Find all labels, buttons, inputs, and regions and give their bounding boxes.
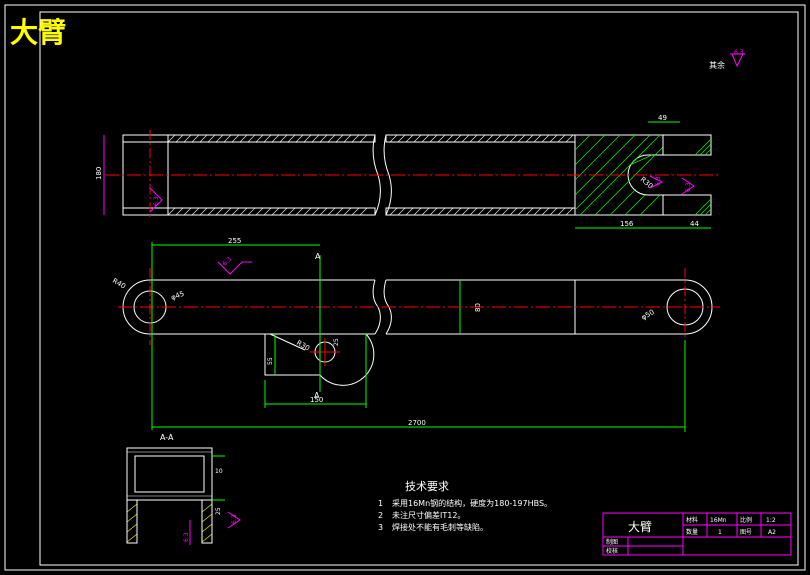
- bottom-wall-right: [385, 207, 576, 216]
- section-aa-label: A-A: [160, 433, 174, 442]
- corner-title: 大臂: [10, 16, 66, 49]
- dim-150: 150: [310, 396, 323, 404]
- tech-req-item-2: 未注尺寸偏差IT12。: [392, 510, 465, 520]
- lug-edge: [269, 333, 306, 351]
- roughness-2-symbol: [681, 177, 695, 195]
- section-aa: A-A 10 25 6.3 6.3: [126, 433, 241, 545]
- section-leg-right: [201, 499, 213, 544]
- section-mark-bottom: A: [314, 391, 320, 400]
- outer-frame: [4, 4, 806, 571]
- inner-frame: [39, 11, 799, 566]
- break-line-3: [372, 279, 381, 335]
- roughness-2: 6.3: [685, 182, 692, 192]
- surface-note-value: 6.3: [734, 49, 744, 56]
- tb-part-name: 大臂: [628, 520, 652, 534]
- roughness-6-symbol: [227, 511, 241, 529]
- tech-req-num-1: 1: [378, 499, 383, 508]
- fork-block: [574, 134, 664, 216]
- dim-25b: 25: [215, 507, 222, 515]
- section-hatch: [126, 503, 213, 543]
- tech-req-num-2: 2: [378, 511, 383, 520]
- roughness-4: 6.3: [221, 256, 233, 268]
- section-outer: [126, 447, 213, 501]
- section-leg-left: [126, 499, 138, 544]
- lower-lug: [264, 333, 375, 386]
- wall-hatch-left: [167, 134, 574, 216]
- roughness-5: 6.3: [183, 532, 190, 542]
- tb-checked-label: 校核: [606, 547, 618, 555]
- dim-25: 25: [333, 338, 340, 346]
- roughness-symbol: [730, 53, 745, 68]
- prong-hatch: [694, 138, 712, 216]
- tech-req-item-1: 采用16Mn钢的结构，硬度为180-197HBS。: [392, 498, 552, 508]
- dim-phi45: φ45: [170, 290, 185, 302]
- dim-r30: R30: [639, 175, 655, 190]
- dim-44: 44: [690, 220, 699, 228]
- dim-r30-lug: R30: [295, 339, 311, 353]
- dim-r40: R40: [111, 277, 127, 291]
- fork-hatch: [574, 134, 664, 216]
- roughness-6: 6.3: [231, 514, 238, 524]
- tb-material-value: 16Mn: [710, 517, 727, 524]
- dim-80: 80: [474, 303, 482, 312]
- tech-req-item-3: 焊接处不能有毛刺等缺陷。: [392, 522, 488, 532]
- title-block-frame: [602, 512, 792, 556]
- dim-2700: 2700: [408, 419, 426, 427]
- tech-requirements: 技术要求 1 采用16Mn钢的结构，硬度为180-197HBS。 2 未注尺寸偏…: [378, 480, 552, 532]
- dim-156: 156: [620, 220, 634, 228]
- tb-qty-label: 数量: [686, 528, 698, 536]
- surface-note: 其余 6.3: [709, 49, 745, 70]
- tb-dwg-label: 图号: [740, 529, 752, 536]
- roughness-3-symbol: [649, 175, 664, 189]
- dim-255: 255: [228, 237, 241, 245]
- dim-phi50: φ50: [640, 308, 656, 322]
- top-wall-right: [385, 134, 576, 143]
- tb-scale-value: 1:2: [766, 517, 776, 524]
- tech-req-heading: 技术要求: [405, 480, 449, 493]
- tb-drawn-label: 制图: [606, 538, 618, 546]
- section-inner: [134, 455, 205, 493]
- fork-prong-bottom: [662, 194, 712, 216]
- dim-180: 180: [95, 167, 103, 180]
- tech-req-num-3: 3: [378, 523, 383, 532]
- fork-prong-top: [662, 134, 712, 156]
- break-line-2: [383, 134, 392, 216]
- roughness-1: 6.3: [153, 196, 160, 206]
- section-mark-top: A: [315, 252, 321, 261]
- tb-qty-value: 1: [718, 529, 722, 536]
- front-view: 80 A A 255 R40 φ45 φ50 R30 25 55 150 270…: [111, 237, 720, 432]
- roughness-1-symbol: [149, 187, 163, 213]
- tb-material-label: 材料: [686, 516, 698, 524]
- roughness-4-symbol: [217, 261, 252, 275]
- tb-scale-label: 比例: [740, 516, 752, 524]
- roughness-3: 6.3: [655, 176, 662, 186]
- dim-49: 49: [658, 114, 667, 122]
- tb-dwg-value: A2: [768, 529, 776, 536]
- surface-note-label: 其余: [709, 60, 725, 70]
- dim-55: 55: [267, 357, 274, 365]
- top-view: 180 49 156 44 R30 6.3 6.3 6.3: [95, 114, 720, 229]
- dim-10: 10: [215, 468, 223, 475]
- title-block: 大臂 材料 16Mn 比例 1:2 数量 1 图号 A2 制图 校核: [602, 512, 792, 556]
